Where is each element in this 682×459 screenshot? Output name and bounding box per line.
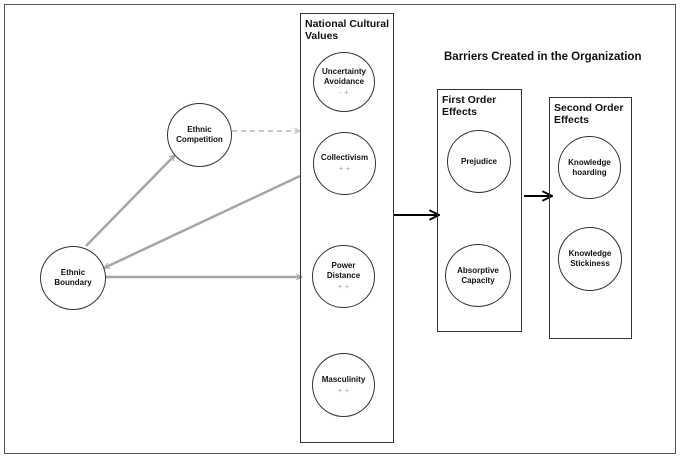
node-knowledge-hoarding: Knowledge hoarding [558, 136, 621, 199]
first-order-effects-title: First Order Effects [442, 94, 497, 118]
node-masculinity: Masculinity + + [312, 353, 375, 417]
ethnic-boundary-label: Ethnic Boundary [54, 268, 92, 287]
node-prejudice: Prejudice [447, 130, 511, 193]
node-power-distance: Power Distance + + [312, 245, 375, 308]
node-absorptive-capacity: Absorptive Capacity [445, 244, 511, 307]
masculinity-signs: + + [337, 385, 350, 395]
national-cultural-values-title: National Cultural Values [305, 18, 390, 42]
uncertainty-avoidance-signs: - + [339, 87, 349, 97]
ethnic-competition-label: Ethnic Competition [176, 125, 223, 144]
knowledge-hoarding-label: Knowledge hoarding [568, 157, 611, 177]
masculinity-label: Masculinity [321, 374, 366, 384]
absorptive-capacity-label: Absorptive Capacity [457, 265, 499, 285]
collectivism-label: Collectivism [320, 153, 369, 162]
diagram-heading: Barriers Created in the Organization [444, 51, 642, 63]
first-order-effects-box: First Order Effects [437, 89, 522, 332]
second-order-effects-box: Second Order Effects [549, 97, 632, 339]
power-distance-label: Power Distance [326, 261, 361, 280]
node-ethnic-boundary: Ethnic Boundary [40, 246, 106, 310]
arrow-values-to-boundary [104, 174, 301, 270]
power-distance-signs: + + [337, 282, 350, 291]
second-order-effects-title: Second Order Effects [554, 102, 624, 126]
knowledge-stickiness-label: Knowledge Stickiness [568, 249, 612, 268]
node-ethnic-competition: Ethnic Competition [167, 103, 232, 167]
node-uncertainty-avoidance: Uncertainty Avoidance - + [313, 52, 375, 112]
prejudice-label: Prejudice [460, 156, 497, 166]
node-collectivism: Collectivism + + [313, 132, 376, 195]
diagram-frame [4, 4, 676, 454]
node-knowledge-stickiness: Knowledge Stickiness [558, 227, 622, 291]
collectivism-signs: + + [338, 164, 351, 173]
uncertainty-avoidance-label: Uncertainty Avoidance [321, 66, 366, 86]
national-cultural-values-box: National Cultural Values [300, 13, 394, 443]
arrow-boundary-to-competition [85, 155, 176, 247]
